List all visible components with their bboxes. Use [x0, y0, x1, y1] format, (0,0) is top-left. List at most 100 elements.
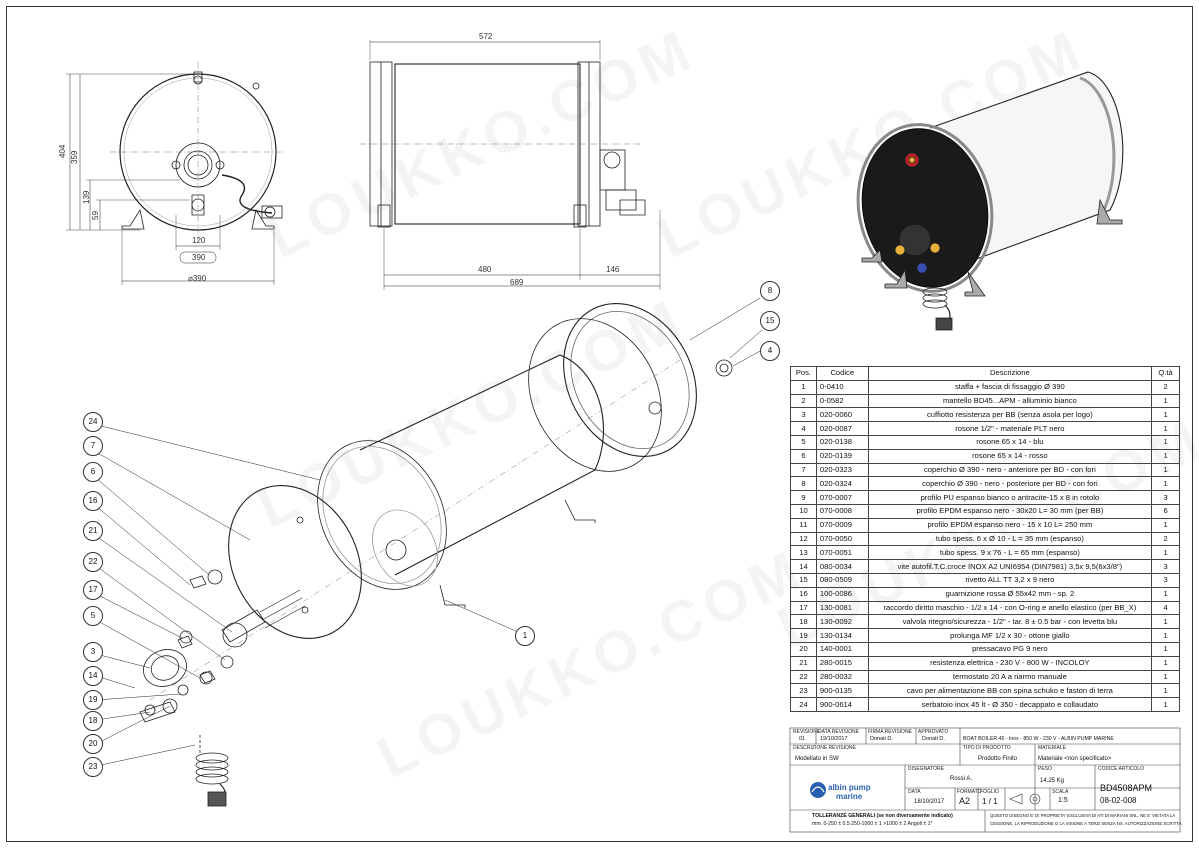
bom-description: guarnizione rossa Ø 55x42 mm - sp. 2 — [867, 586, 1153, 602]
dim-404: 404 — [58, 144, 67, 158]
bom-description: rosone 1/2" - materiale PLT nero — [867, 421, 1153, 436]
bom-description: termostato 20 A a riarmo manuale — [867, 669, 1153, 685]
balloon-22: 22 — [83, 552, 103, 572]
isometric-view — [856, 71, 1124, 331]
bom-code: 020-0324 — [815, 476, 869, 492]
dim-572: 572 — [479, 32, 493, 41]
bom-description: cavo per alimentazione BB con spina schu… — [867, 683, 1153, 699]
bom-qty: 3 — [1151, 572, 1180, 588]
tb-rev-no: 01 — [799, 736, 806, 742]
tb-material: Materiale <non specificato> — [1038, 756, 1112, 762]
bom-code: 070-0008 — [815, 503, 869, 519]
bom-description: pressacavo PG 9 nero — [867, 641, 1153, 657]
bom-pos: 6 — [790, 448, 817, 464]
tb-tolerance-values: mm. 0-250 ± 0.5 250-1000 ± 1 >1000 ± 2 A… — [812, 821, 933, 827]
bom-qty: 1 — [1151, 586, 1180, 602]
tb-rev-sign: Donati D. — [870, 736, 893, 742]
bom-code: 140-0001 — [815, 641, 869, 657]
bom-header-code: Codice — [815, 366, 869, 381]
balloon-18: 18 — [83, 711, 103, 731]
tb-rev-approved: Donati D. — [922, 736, 945, 742]
bom-pos: 12 — [790, 531, 817, 547]
bom-pos: 8 — [790, 476, 817, 492]
bom-code: 020-0138 — [815, 434, 869, 450]
bom-code: 900-0614 — [815, 697, 869, 712]
bom-description: mantello BD45...APM - alluminio bianco — [867, 393, 1153, 409]
dim-146: 146 — [606, 265, 620, 274]
bom-qty: 1 — [1151, 545, 1180, 561]
tb-hdr-tipo: TIPO DI PRODOTTO — [963, 745, 1011, 751]
bom-pos: 17 — [790, 600, 817, 616]
bom-pos: 4 — [790, 421, 817, 436]
bom-header-row: Pos. Codice Descrizione Q.tà — [790, 366, 1180, 381]
balloon-1: 1 — [515, 626, 535, 646]
bom-qty: 2 — [1151, 531, 1180, 547]
tb-hdr-materiale: MATERIALE — [1038, 745, 1066, 751]
bom-code: 100-0086 — [815, 586, 869, 602]
tb-sheet: 1 / 1 — [982, 797, 998, 806]
bom-code: 080-0034 — [815, 559, 869, 574]
bom-pos: 9 — [790, 490, 817, 505]
bom-qty: 1 — [1151, 655, 1180, 671]
balloon-16: 16 — [83, 491, 103, 511]
bom-code: 080-0509 — [815, 572, 869, 588]
bom-description: serbatoio inox 45 lt - Ø 350 - decappato… — [867, 697, 1153, 712]
dim-390-box: 390 — [192, 253, 206, 262]
bom-qty: 6 — [1151, 503, 1180, 519]
bom-pos: 23 — [790, 683, 817, 699]
bom-code: 130-0134 — [815, 628, 869, 643]
tb-rev-desc: BOAT BOILER 45 - Inox - 850 W - 230 V - … — [963, 736, 1114, 742]
sheet-border — [6, 6, 1193, 842]
bom-qty: 1 — [1151, 421, 1180, 436]
bom-code: 070-0009 — [815, 517, 869, 533]
balloon-8: 8 — [760, 281, 780, 301]
bom-code: 130-0092 — [815, 614, 869, 630]
bom-code: 0-0582 — [815, 393, 869, 409]
bom-qty: 1 — [1151, 614, 1180, 630]
bom-code: 130-0081 — [815, 600, 869, 616]
bom-qty: 3 — [1151, 490, 1180, 505]
balloon-15: 15 — [760, 311, 780, 331]
bom-pos: 10 — [790, 503, 817, 519]
tb-tolerance-title: TOLLERANZE GENERALI (se non diversamente… — [812, 813, 953, 819]
balloon-24: 24 — [83, 412, 103, 432]
tb-designer: Rossi A. — [950, 776, 973, 782]
bom-pos: 5 — [790, 434, 817, 450]
bom-header-pos: Pos. — [790, 366, 817, 381]
bom-code: 070-0007 — [815, 490, 869, 505]
tb-date: 18/10/2017 — [914, 799, 945, 805]
tb-hdr-data-revisione: DATA REVISIONE — [818, 729, 859, 735]
bom-qty: 1 — [1151, 628, 1180, 643]
bom-code: 020-0087 — [815, 421, 869, 436]
dim-480: 480 — [478, 265, 492, 274]
bom-description: resistenza elettrica - 230 V - 800 W - I… — [867, 655, 1153, 671]
balloon-5: 5 — [83, 606, 103, 626]
bom-qty: 1 — [1151, 669, 1180, 685]
exploded-view — [139, 303, 733, 807]
balloon-20: 20 — [83, 734, 103, 754]
bom-pos: 20 — [790, 641, 817, 657]
dim-689: 689 — [510, 278, 524, 287]
tb-hdr-peso: PESO — [1038, 766, 1052, 772]
bom-qty: 1 — [1151, 393, 1180, 409]
balloon-7: 7 — [83, 436, 103, 456]
front-view — [66, 62, 286, 285]
tb-hdr-disegnatore: DISEGNATORE — [908, 766, 944, 772]
dim-120: 120 — [192, 236, 206, 245]
bom-description: rivetto ALL TT 3,2 x 9 nero — [867, 572, 1153, 588]
bom-pos: 1 — [790, 379, 817, 395]
